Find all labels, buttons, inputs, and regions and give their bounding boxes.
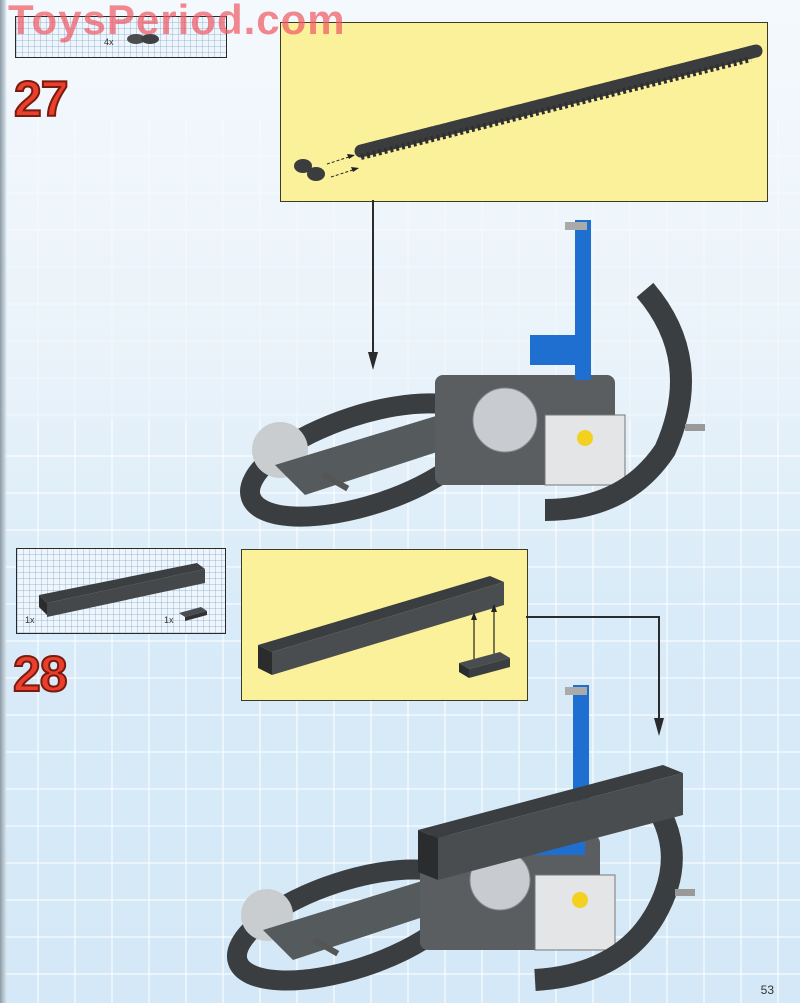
step-28-part-qty-brick: 1x bbox=[25, 615, 35, 625]
step-28-model-illustration bbox=[226, 685, 695, 991]
step-28-callout bbox=[241, 549, 528, 701]
step-27-callout bbox=[280, 22, 768, 202]
tread-chain-icon bbox=[294, 44, 763, 181]
step-28-pointer-vertical bbox=[658, 616, 660, 721]
brick-and-plate-icon bbox=[258, 576, 510, 678]
plate-1x2-icon bbox=[179, 607, 207, 621]
step-28-pointer-horizontal bbox=[526, 616, 659, 618]
step-27-number: 27 bbox=[13, 70, 70, 128]
page-binding-shadow bbox=[0, 0, 7, 1003]
step-28-number: 28 bbox=[12, 645, 69, 703]
step-27-parts-box: 4x bbox=[15, 16, 227, 58]
watermark: ToysPeriod.com bbox=[8, 0, 346, 43]
step-27-part-qty: 4x bbox=[104, 37, 114, 47]
technic-brick-1x12-icon bbox=[39, 563, 205, 617]
step-28-part-qty-plate: 1x bbox=[164, 615, 174, 625]
page-number: 53 bbox=[760, 983, 774, 997]
step-28-arrow-icon bbox=[654, 718, 664, 736]
chain-link-icon bbox=[127, 34, 159, 44]
step-27-arrow-icon bbox=[368, 352, 378, 370]
step-27-model-illustration bbox=[240, 220, 705, 527]
step-28-parts-box: 1x 1x bbox=[16, 548, 226, 634]
step-27-callout-pointer bbox=[372, 200, 374, 355]
